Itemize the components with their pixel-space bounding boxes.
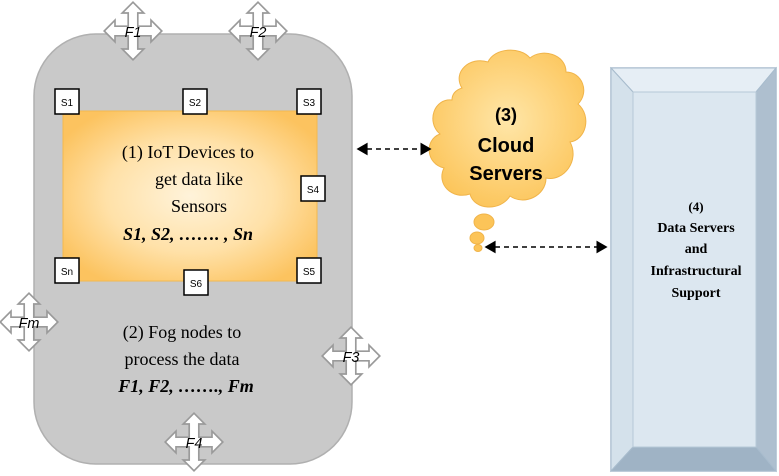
- data-servers-number: (4): [688, 199, 703, 214]
- sensor-s2: S2: [182, 88, 208, 115]
- sensor-s4: S4: [300, 175, 326, 202]
- data-servers-line4: Infrastructural: [651, 264, 742, 279]
- data-servers-box: [609, 66, 778, 473]
- sensor-s3: S3: [296, 88, 322, 115]
- svg-text:Sn: Sn: [61, 267, 73, 278]
- fog-node-f4: F4: [164, 412, 224, 472]
- svg-text:S1: S1: [61, 98, 74, 109]
- data-servers-line5: Support: [671, 286, 720, 301]
- cloud-number: (3): [495, 105, 517, 125]
- sensor-s6: S6: [183, 269, 209, 296]
- cloud-title-line2: Servers: [469, 163, 542, 185]
- fog-text-line2: process the data: [125, 349, 240, 369]
- iot-devices-panel: [62, 110, 318, 282]
- data-servers-line2: Data Servers: [657, 221, 735, 236]
- sensor-s5: S5: [296, 257, 322, 284]
- fog-text-line3: F1, F2, ……., Fm: [117, 376, 254, 396]
- cloud-servers-shape: [428, 49, 587, 252]
- svg-text:F1: F1: [125, 25, 142, 41]
- svg-text:F2: F2: [250, 25, 267, 41]
- svg-text:S3: S3: [303, 98, 316, 109]
- sensor-sn: Sn: [54, 257, 80, 284]
- fog-text-line1: (2) Fog nodes to: [123, 322, 242, 343]
- svg-text:S2: S2: [189, 98, 202, 109]
- fog-node-fm: Fm: [0, 292, 59, 352]
- iot-text-line3: Sensors: [171, 196, 227, 216]
- svg-text:F4: F4: [186, 436, 203, 452]
- svg-text:S6: S6: [190, 279, 203, 290]
- svg-text:S5: S5: [303, 267, 316, 278]
- fog-node-f1: F1: [103, 1, 163, 61]
- svg-text:F3: F3: [343, 350, 360, 366]
- data-servers-line3: and: [685, 242, 708, 257]
- svg-text:S4: S4: [307, 185, 320, 196]
- iot-text-line2: get data like: [155, 169, 243, 189]
- svg-text:Fm: Fm: [19, 316, 40, 332]
- cloud-title-line1: Cloud: [478, 135, 535, 157]
- fog-node-f2: F2: [228, 1, 288, 61]
- sensor-s1: S1: [54, 88, 80, 115]
- iot-text-line1: (1) IoT Devices to: [122, 142, 254, 163]
- fog-node-f3: F3: [321, 326, 381, 386]
- iot-text-line4: S1, S2, ……. , Sn: [123, 224, 253, 244]
